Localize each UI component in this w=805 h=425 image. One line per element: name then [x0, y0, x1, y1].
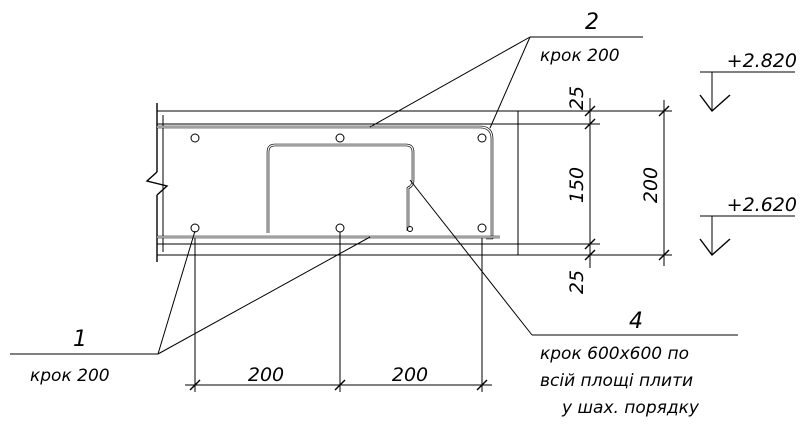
label-4-note-line-1: крок 600x600 по	[540, 344, 689, 364]
right-dimension-chain	[518, 98, 672, 268]
label-4-number: 4	[629, 309, 643, 334]
label-2-note: крок 200	[540, 46, 620, 66]
rebar-dot	[407, 226, 413, 232]
leader-2	[369, 36, 643, 129]
label-1-number: 1	[73, 327, 87, 352]
rebar-2-top-bar	[157, 125, 494, 240]
dimension-bottom-right: 200	[392, 364, 428, 386]
leader-4	[409, 179, 738, 336]
rebar-4-support-chair	[266, 143, 415, 233]
rebar-dot	[190, 133, 200, 143]
dimension-cover-bottom: 25	[566, 270, 588, 294]
dimension-inner-height: 150	[566, 167, 588, 203]
elevation-mark-top	[699, 71, 795, 113]
wall-break-line	[145, 103, 169, 262]
rebar-dot	[335, 223, 345, 233]
elevation-bottom-value: +2.620	[727, 194, 797, 216]
dimension-total-height: 200	[640, 167, 662, 203]
bottom-dimension-line	[185, 232, 492, 392]
rebar-dot	[477, 223, 487, 233]
distribution-bars	[190, 133, 487, 233]
dimension-bottom-left: 200	[248, 364, 284, 386]
rebar-dot	[190, 223, 200, 233]
elevation-top-value: +2.820	[727, 50, 797, 72]
label-4-note-line-2: всій площі плити	[540, 371, 693, 391]
label-1-note: крок 200	[30, 366, 110, 386]
label-4-note-line-3: у шах. порядку	[561, 398, 700, 418]
leader-1	[10, 230, 371, 355]
dimension-cover-top: 25	[566, 86, 588, 110]
rebar-dot	[335, 133, 345, 143]
elevation-mark-bottom	[699, 215, 795, 257]
rebar-dot	[477, 133, 487, 143]
slab-outline	[157, 110, 519, 256]
label-2-number: 2	[585, 10, 599, 35]
